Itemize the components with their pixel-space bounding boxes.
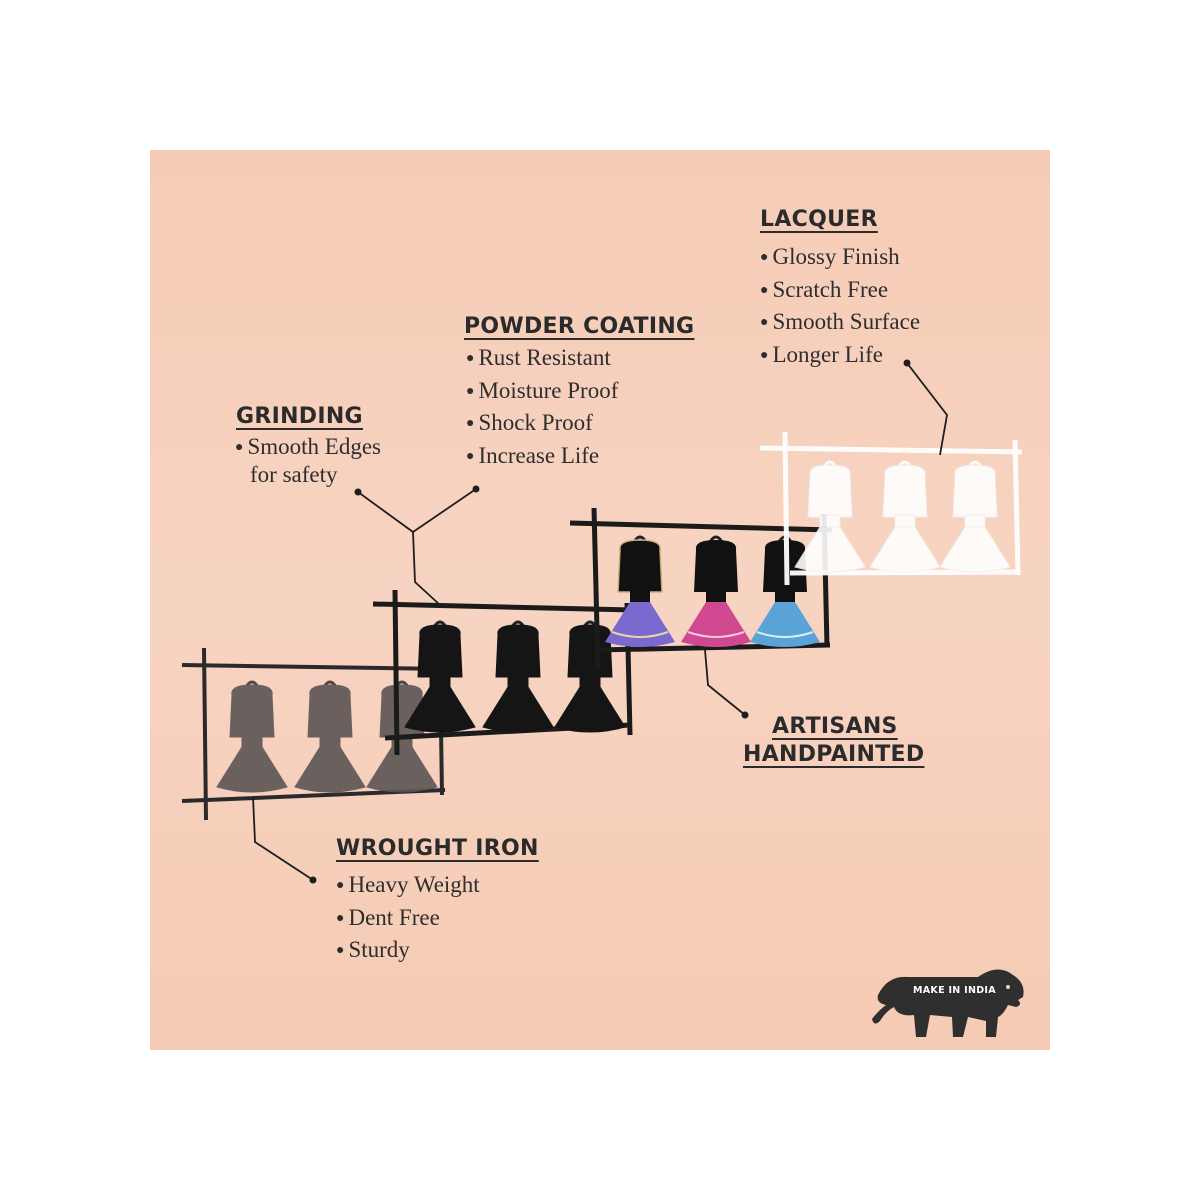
bullet-icon: ●	[760, 250, 769, 265]
list-item: ●Shock Proof	[466, 410, 593, 435]
list-item: ●Dent Free	[336, 904, 440, 930]
bullet-icon: ●	[466, 351, 475, 366]
list-item: ●Sturdy	[336, 937, 410, 962]
lacquer-list: ●Glossy Finish ●Scratch Free ●Smooth Sur…	[760, 241, 920, 371]
grinding-heading: GRINDING	[236, 404, 363, 429]
list-item: for safety	[250, 462, 338, 487]
powder-coating-list: ●Rust Resistant ●Moisture Proof ●Shock P…	[466, 342, 618, 472]
make-in-india-label: MAKE IN INDIA	[913, 985, 996, 996]
powder-coating-heading: POWDER COATING	[464, 314, 695, 339]
wrought-iron-list: ●Heavy Weight ●Dent Free ●Sturdy	[336, 869, 480, 967]
callout-lines	[252, 362, 948, 881]
bullet-icon: ●	[336, 910, 345, 926]
artisans-heading-line2: HANDPAINTED	[743, 742, 925, 767]
dolls-grinding	[403, 620, 627, 734]
grinding-list: ●Smooth Edges for safety	[235, 433, 381, 488]
bullet-icon: ●	[466, 448, 475, 464]
dolls-handpainted	[605, 535, 820, 647]
list-item: ●Longer Life	[760, 341, 883, 367]
bullet-icon: ●	[466, 383, 475, 399]
bullet-icon: ●	[466, 416, 475, 431]
callout-dots	[309, 359, 911, 884]
list-item: ●Increase Life	[466, 442, 600, 468]
bullet-icon: ●	[760, 282, 769, 298]
bullet-icon: ●	[235, 440, 244, 455]
list-item: ●Smooth Edges	[235, 434, 381, 459]
bullet-icon: ●	[336, 878, 345, 893]
bullet-icon: ●	[760, 347, 769, 363]
list-item: ●Moisture Proof	[466, 377, 619, 403]
list-item: ●Heavy Weight	[336, 872, 480, 897]
wrought-iron-heading: WROUGHT IRON	[336, 836, 539, 861]
list-item: ●Rust Resistant	[466, 345, 611, 370]
list-item: ●Smooth Surface	[760, 309, 921, 334]
lacquer-heading: LACQUER	[760, 207, 878, 232]
bullet-icon: ●	[336, 943, 345, 958]
artisans-heading-line1: ARTISANS	[772, 714, 898, 739]
list-item: ●Scratch Free	[760, 276, 889, 302]
lion-icon	[872, 969, 1024, 1037]
dolls-lacquer	[793, 460, 1012, 574]
list-item: ●Glossy Finish	[760, 244, 900, 269]
bullet-icon: ●	[760, 315, 769, 330]
